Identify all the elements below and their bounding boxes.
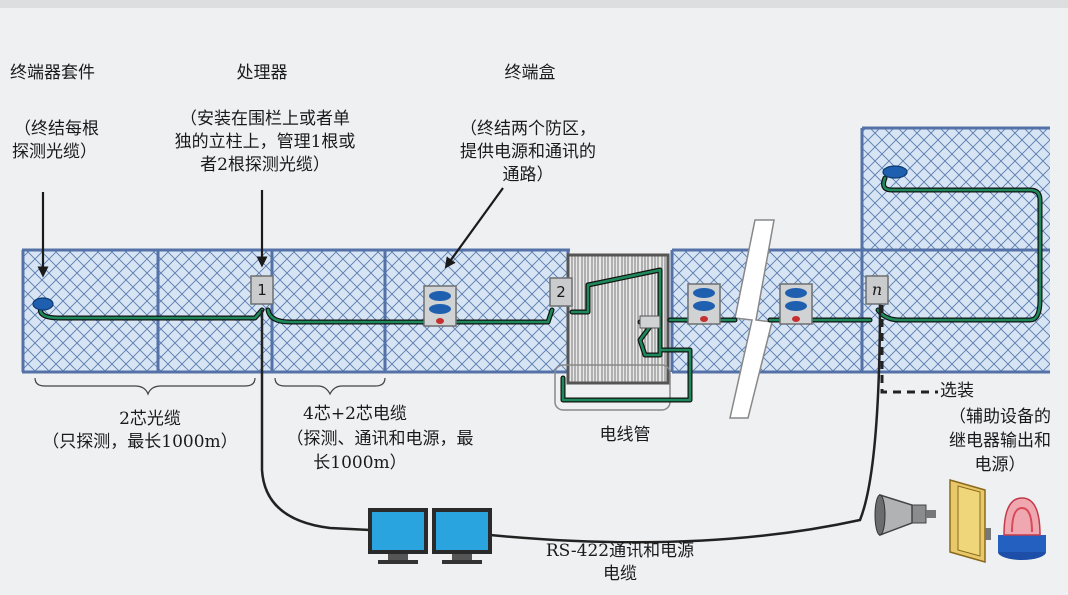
terminator-kit-desc-2: 探测光缆）: [12, 142, 97, 162]
processor-desc-1: （安装在围栏上或者单: [180, 109, 350, 129]
dimension-brackets: [34, 377, 386, 396]
workstation-monitors: [368, 508, 492, 564]
terminal-box-1: [423, 285, 457, 327]
terminal-box-desc-3: 通路）: [502, 165, 554, 185]
pointer-arrows: [37, 187, 504, 278]
processor-2-label: 2: [556, 283, 566, 301]
terminal-box-title: 终端盒: [504, 63, 556, 83]
rs422-label-1: RS-422通讯和电源: [545, 541, 695, 561]
cable-4plus2-label-1: 4芯+2芯电缆: [303, 404, 407, 424]
terminator-kit-title: 终端器套件: [10, 63, 95, 83]
door-icon: [949, 479, 991, 563]
processor-desc-2: 独的立柱上，管理1根或: [174, 132, 356, 152]
terminal-box-desc-1: （终结两个防区，: [460, 119, 596, 139]
terminal-box-desc-2: 提供电源和通讯的: [460, 142, 596, 162]
processor-n-label: n: [871, 280, 883, 299]
fence-main: [21, 126, 1050, 374]
terminator-icon-2: [882, 165, 908, 179]
terminal-box-2: [687, 283, 721, 325]
conduit-label: 电线管: [599, 425, 651, 445]
beacon-light-icon: [998, 497, 1046, 560]
optional-dashed-line: [880, 305, 938, 394]
processor-box-1: [250, 275, 274, 305]
rs422-cable: [260, 299, 882, 544]
processor-1-label: 1: [257, 281, 267, 299]
cable-2core-label-1: 2芯光缆: [119, 409, 181, 429]
cable-4plus2-label-3: 长1000m）: [313, 453, 407, 473]
rs422-label-2: 电缆: [603, 564, 637, 584]
terminator-icon: [32, 297, 54, 311]
processor-box-n: [865, 275, 889, 305]
processor-desc-3: 者2根探测光缆）: [200, 155, 330, 175]
processor-title: 处理器: [236, 63, 288, 83]
cable-2core-label-2: （只探测，最长1000m）: [42, 432, 238, 452]
cable-4plus2-label-2: （探测、通讯和电源，最: [286, 429, 474, 449]
optional-desc-2: 继电器输出和: [949, 431, 1051, 451]
break-symbol: [729, 219, 775, 419]
optional-desc-3: 电源）: [974, 455, 1026, 475]
terminator-kit-desc-1: （终结每根: [14, 119, 99, 139]
conduit-junction: [639, 315, 661, 329]
optional-title: 选装: [940, 381, 974, 401]
horn-speaker-icon: [874, 493, 936, 537]
top-bar: [0, 0, 1068, 8]
optional-desc-1: （辅助设备的: [949, 407, 1051, 427]
processor-box-2: [549, 277, 573, 307]
terminal-box-3: [779, 283, 813, 325]
